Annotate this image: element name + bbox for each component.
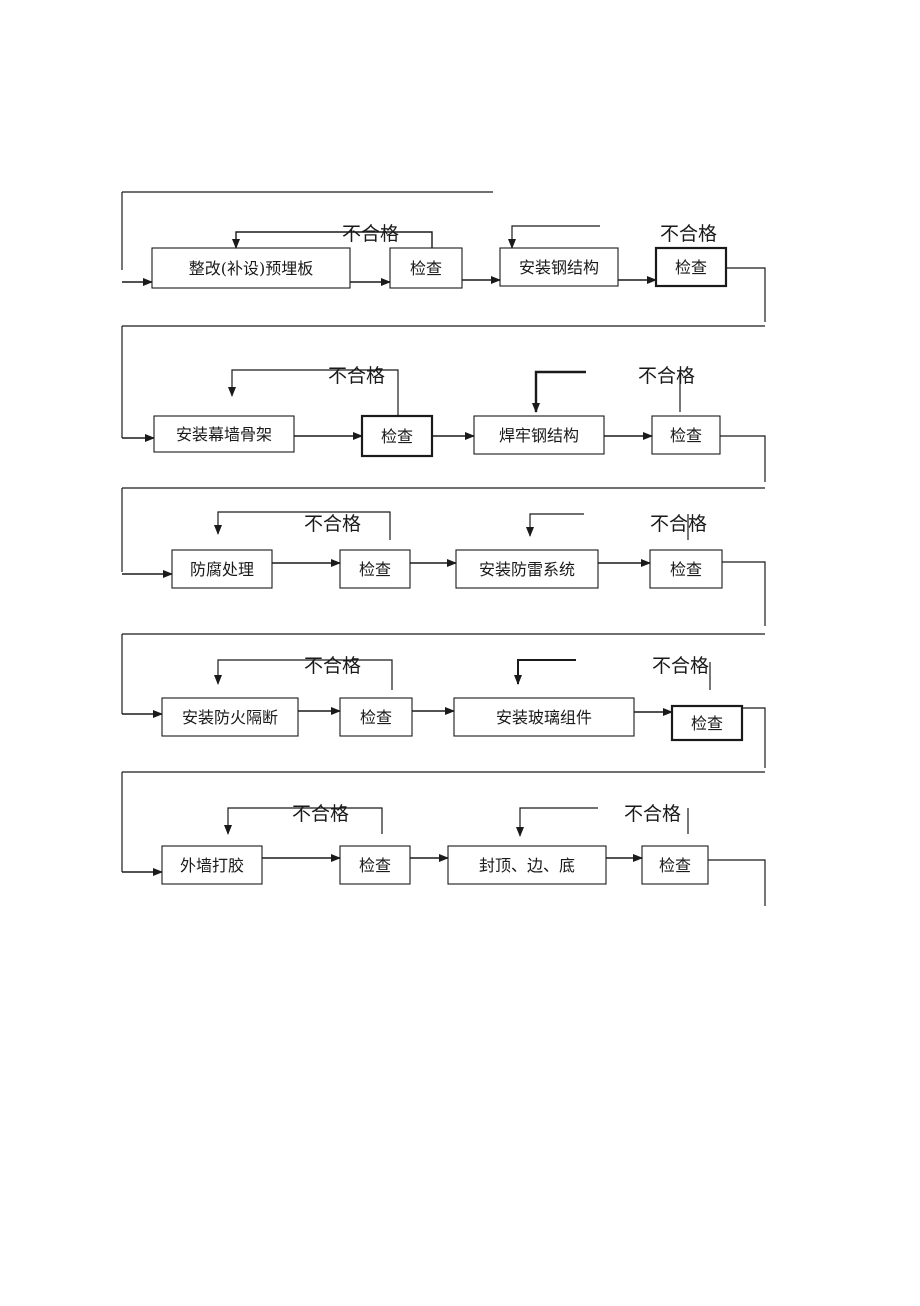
- fail-label: 不合格: [624, 803, 681, 825]
- check-label: 检查: [360, 708, 392, 727]
- check-box: [389, 247, 463, 289]
- row-exit-connector: [720, 435, 766, 482]
- process-step-label: 防腐处理: [190, 560, 254, 579]
- process-box: [453, 697, 635, 737]
- fail-label: 不合格: [304, 655, 361, 677]
- check-box: [654, 246, 728, 288]
- process-step-label: 安装防雷系统: [479, 560, 575, 579]
- process-box: [171, 549, 273, 589]
- check-label: 检查: [675, 258, 707, 277]
- row-exit-connector: [722, 561, 766, 626]
- check-box: [339, 845, 411, 885]
- process-box: [447, 845, 607, 885]
- check-label: 检查: [410, 259, 442, 278]
- check-box: [339, 549, 411, 589]
- check-box: [649, 549, 723, 589]
- fail-label: 不合格: [342, 223, 399, 245]
- fail-label: 不合格: [292, 803, 349, 825]
- fail-label: 不合格: [650, 513, 707, 535]
- fail-return-loop: [224, 807, 383, 835]
- check-box: [641, 845, 709, 885]
- fail-label: 不合格: [660, 223, 717, 245]
- fail-return-loop: [214, 659, 393, 690]
- process-step-label: 焊牢钢结构: [499, 426, 579, 445]
- fail-label: 不合格: [304, 513, 361, 535]
- process-step-label: 安装玻璃组件: [496, 708, 592, 727]
- process-box: [455, 549, 599, 589]
- check-box: [339, 697, 413, 737]
- check-label: 检查: [659, 856, 691, 875]
- row-exit-connector: [708, 859, 766, 906]
- check-box: [360, 414, 434, 458]
- check-box: [651, 415, 721, 455]
- process-step-label: 整改(补设)预埋板: [189, 259, 314, 278]
- process-step-label: 安装防火隔断: [182, 708, 278, 727]
- process-box: [153, 415, 295, 453]
- fail-return-loop: [526, 513, 584, 537]
- fail-return-loop: [508, 225, 600, 249]
- fail-return-loop: [514, 659, 576, 685]
- process-box: [499, 247, 619, 287]
- check-label: 检查: [359, 856, 391, 875]
- process-box: [161, 697, 299, 737]
- fail-return-loop: [516, 807, 598, 837]
- process-step-label: 安装钢结构: [519, 258, 599, 277]
- check-label: 检查: [359, 560, 391, 579]
- check-label: 检查: [670, 426, 702, 445]
- process-step-label: 封顶、边、底: [479, 856, 575, 875]
- process-step-label: 安装幕墙骨架: [176, 425, 272, 444]
- fail-return-loop: [214, 511, 391, 540]
- process-box: [473, 415, 605, 455]
- fail-return-loop: [232, 231, 433, 249]
- fail-label: 不合格: [638, 365, 695, 387]
- check-box: [670, 704, 744, 742]
- check-label: 检查: [670, 560, 702, 579]
- check-label: 检查: [381, 427, 413, 446]
- row-exit-connector: [726, 267, 766, 322]
- row-exit-connector: [742, 707, 766, 768]
- process-box: [151, 247, 351, 289]
- fail-return-loop: [532, 370, 586, 413]
- fail-label: 不合格: [328, 365, 385, 387]
- process-step-label: 外墙打胶: [180, 856, 244, 875]
- fail-return-loop: [228, 369, 399, 416]
- fail-label: 不合格: [652, 655, 709, 677]
- process-box: [161, 845, 263, 885]
- check-label: 检查: [691, 714, 723, 733]
